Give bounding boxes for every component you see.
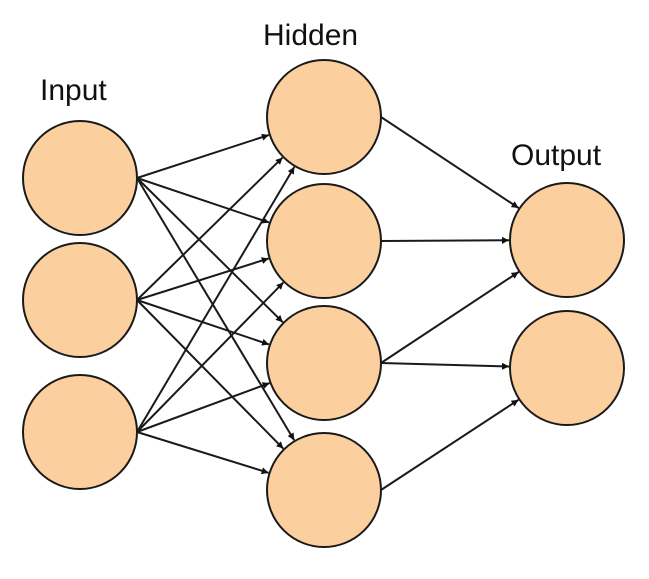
edge-input-2-hidden-1 xyxy=(136,156,284,301)
edge-hidden-3-output-2 xyxy=(380,362,510,370)
edge-input-2-hidden-4 xyxy=(136,299,285,450)
edge-input-2-hidden-2 xyxy=(136,257,269,301)
edge-input-1-hidden-3 xyxy=(136,177,284,323)
input-node-2 xyxy=(22,242,138,358)
nodes xyxy=(22,59,625,548)
output-node-2 xyxy=(509,310,625,426)
edge-hidden-1-output-1 xyxy=(380,116,520,209)
edge-input-3-hidden-3 xyxy=(136,382,270,433)
output-layer-label: Output xyxy=(511,139,602,172)
edge-input-3-hidden-1 xyxy=(136,166,296,433)
edge-hidden-4-output-2 xyxy=(380,398,520,491)
hidden-layer-label: Hidden xyxy=(263,19,358,52)
edge-input-1-hidden-1 xyxy=(136,133,270,179)
edge-input-3-hidden-2 xyxy=(136,281,285,433)
hidden-node-3 xyxy=(266,305,382,421)
input-node-3 xyxy=(22,374,138,490)
output-node-1 xyxy=(509,182,625,298)
connections xyxy=(136,116,520,491)
edge-input-1-hidden-2 xyxy=(136,177,270,224)
input-layer-label: Input xyxy=(40,74,107,107)
edge-hidden-2-output-1 xyxy=(380,236,510,244)
edge-hidden-3-output-1 xyxy=(380,271,520,364)
hidden-node-2 xyxy=(266,183,382,299)
hidden-node-4 xyxy=(266,432,382,548)
input-node-1 xyxy=(22,120,138,236)
edge-input-1-hidden-4 xyxy=(136,177,296,441)
edge-input-3-hidden-4 xyxy=(136,431,269,475)
hidden-node-1 xyxy=(266,59,382,175)
